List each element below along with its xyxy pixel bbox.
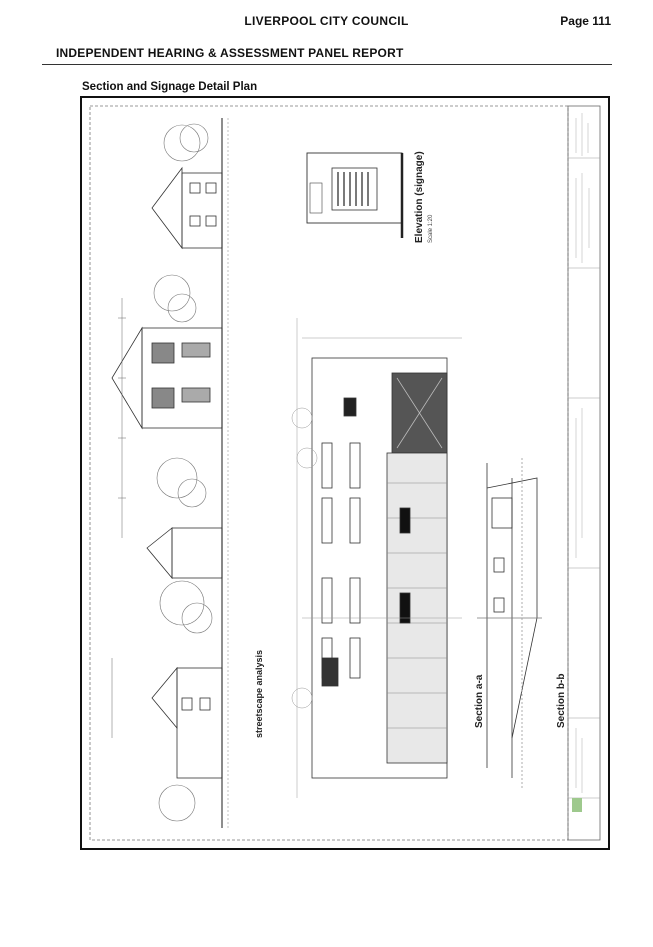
streetscape-trees [153,123,213,822]
section-a-label: Section a-a [474,674,485,728]
logo-swatch [572,798,582,812]
title-block [567,105,601,841]
section-b-b [477,458,542,788]
drawing-frame: Elevation (signage) Scale 1:20 streetsca… [80,96,610,850]
section-b-label: Section b-b [556,674,567,728]
figure-title: Section and Signage Detail Plan [82,81,258,93]
header-divider [42,64,612,65]
council-name: LIVERPOOL CITY COUNCIL [244,14,409,28]
signage-elevation [306,152,404,238]
streetscape-label: streetscape analysis [254,650,264,738]
elevation-scale: Scale 1:20 [428,214,434,243]
architectural-drawing: Elevation (signage) Scale 1:20 streetsca… [89,105,601,841]
elevation-label: Elevation (signage) [414,151,425,243]
report-title: INDEPENDENT HEARING & ASSESSMENT PANEL R… [56,46,404,60]
page-number: Page 111 [560,14,611,28]
section-a-a [311,357,448,779]
inner-border [89,105,569,841]
streetscape-houses [111,166,223,779]
